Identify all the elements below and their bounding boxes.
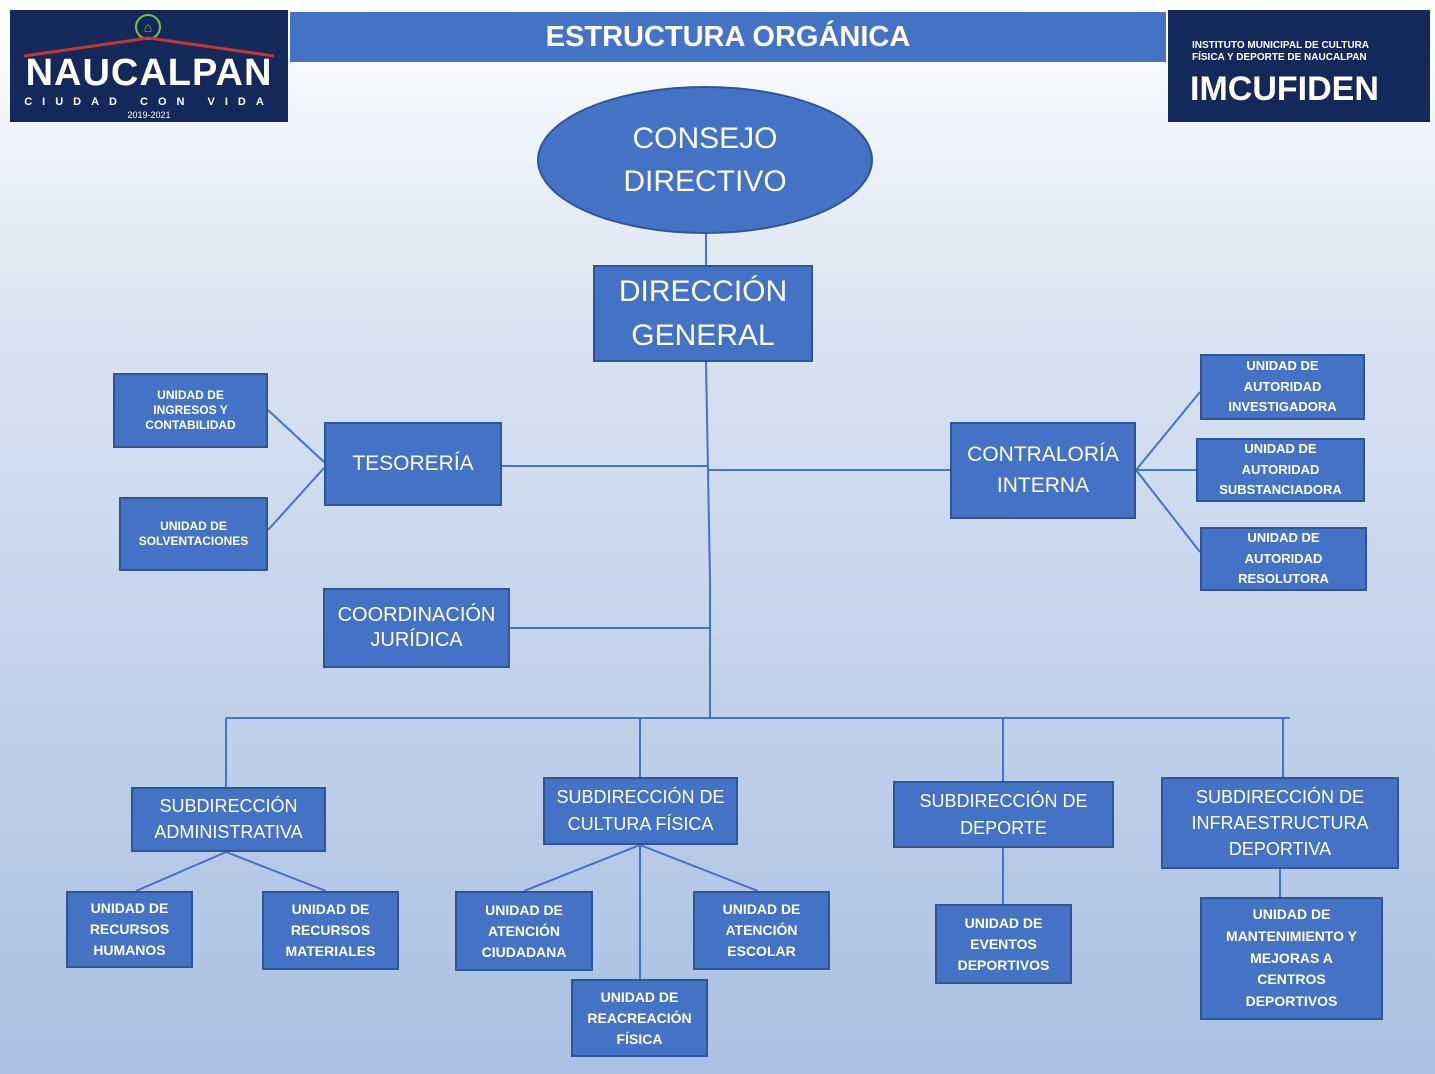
node-unidad-rh: UNIDAD DE RECURSOS HUMANOS [66,891,193,968]
node-sub-cultura-fisica: SUBDIRECCIÓN DE CULTURA FÍSICA [543,777,738,845]
page-title: ESTRUCTURA ORGÁNICA [290,12,1166,62]
node-coordinacion-juridica: COORDINACIÓN JURÍDICA [323,588,510,668]
node-consejo-directivo: CONSEJO DIRECTIVO [537,86,873,234]
logo-tagline: CIUDAD CON VIDA [24,96,274,108]
connector-teso-solventaciones [267,467,325,531]
roof-line-icon [24,36,274,58]
institute-acronym: IMCUFIDEN [1190,70,1379,108]
connector-contra-investigadora [1135,391,1201,471]
node-unidad-resolutora: UNIDAD DE AUTORIDAD RESOLUTORA [1200,527,1367,591]
logo-brand-text: NAUCALPAN [25,52,273,94]
connector-teso-ingresos [267,409,325,463]
node-unidad-solventaciones: UNIDAD DE SOLVENTACIONES [119,497,268,571]
institute-name: INSTITUTO MUNICIPAL DE CULTURA FÍSICA Y … [1192,40,1370,63]
node-tesoreria: TESORERÍA [324,422,502,506]
node-contraloria-interna: CONTRALORÍA INTERNA [950,422,1136,519]
node-unidad-atencion-escolar: UNIDAD DE ATENCIÓN ESCOLAR [693,891,830,970]
node-unidad-rm: UNIDAD DE RECURSOS MATERIALES [262,891,399,970]
connector-main-trunk [705,361,711,718]
connector-cultura-ciudadana [523,844,641,892]
node-sub-administrativa: SUBDIRECCIÓN ADMINISTRATIVA [131,787,326,852]
node-direccion-general: DIRECCIÓN GENERAL [593,265,813,362]
connector-cultura-escolar [639,844,759,892]
node-sub-infraestructura: SUBDIRECCIÓN DE INFRAESTRUCTURA DEPORTIV… [1161,777,1399,869]
node-unidad-eventos: UNIDAD DE EVENTOS DEPORTIVOS [935,904,1072,984]
node-unidad-ingresos: UNIDAD DE INGRESOS Y CONTABILIDAD [113,373,268,448]
connector-admin-rh [135,851,227,892]
node-sub-deporte: SUBDIRECCIÓN DE DEPORTE [893,781,1114,848]
node-unidad-atencion-ciudadana: UNIDAD DE ATENCIÓN CIUDADANA [455,891,593,971]
connector-contra-resolutora [1135,469,1201,553]
imcufiden-logo: INSTITUTO MUNICIPAL DE CULTURA FÍSICA Y … [1168,10,1430,122]
node-unidad-substanciadora: UNIDAD DE AUTORIDAD SUBSTANCIADORA [1196,438,1365,502]
node-unidad-investigadora: UNIDAD DE AUTORIDAD INVESTIGADORA [1200,354,1365,420]
node-unidad-mantenimiento: UNIDAD DE MANTENIMIENTO Y MEJORAS A CENT… [1200,897,1383,1020]
connector-admin-rm [225,851,327,892]
naucalpan-logo: ⌂ NAUCALPAN CIUDAD CON VIDA 2019-2021 [10,10,288,122]
logo-years: 2019-2021 [127,110,171,120]
node-unidad-reacreacion: UNIDAD DE REACREACIÓN FÍSICA [571,979,708,1057]
